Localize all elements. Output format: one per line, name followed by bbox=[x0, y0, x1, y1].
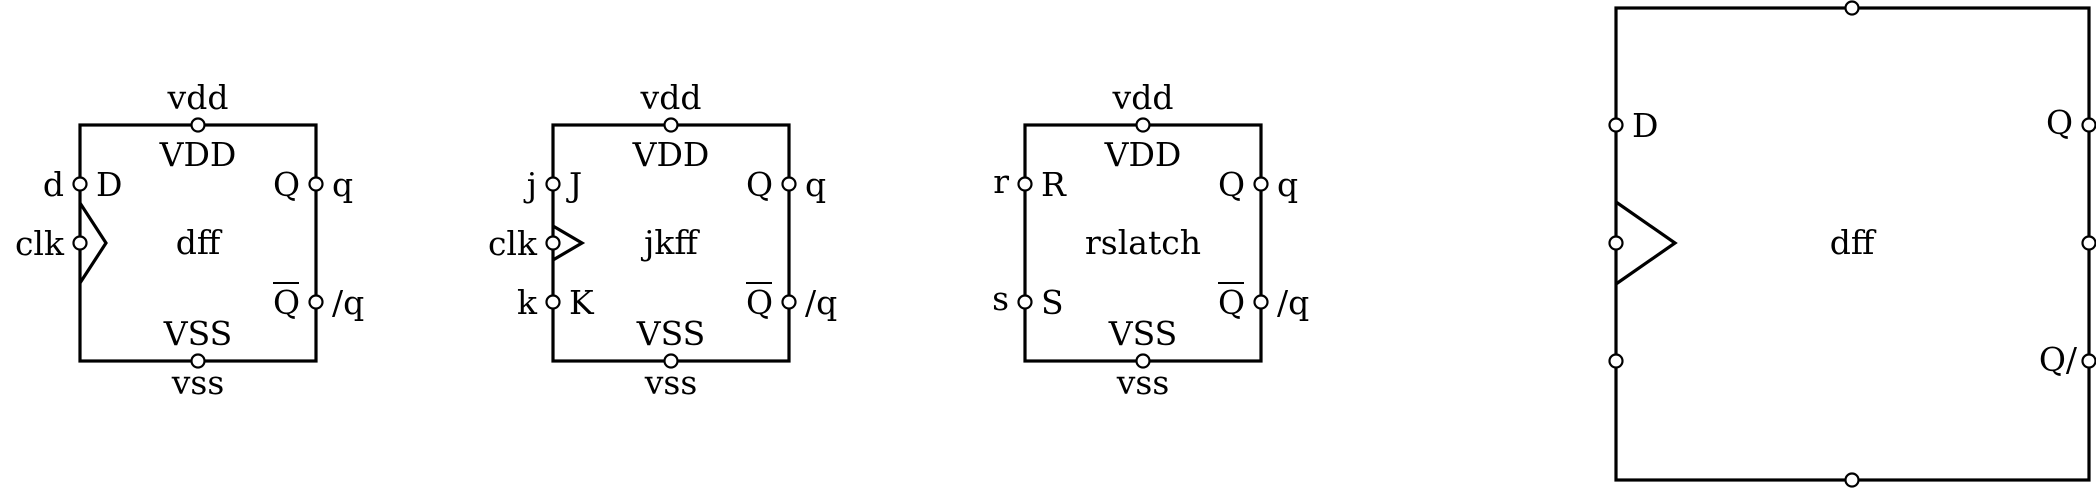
jkff-q-pin[interactable] bbox=[781, 176, 797, 192]
rslatch-vdd-pin[interactable] bbox=[1135, 117, 1151, 133]
big-dff-mid-right-pin[interactable] bbox=[2081, 235, 2096, 251]
rslatch-r-pin[interactable] bbox=[1017, 176, 1033, 192]
rslatch-vss-pin[interactable] bbox=[1135, 353, 1151, 369]
rslatch-qbar-pin[interactable] bbox=[1253, 294, 1269, 310]
dff-vss-net: vss bbox=[171, 363, 225, 402]
jkff-k-net: k bbox=[517, 283, 538, 322]
rslatch-q-pin[interactable] bbox=[1253, 176, 1269, 192]
rslatch-r-pin-label: R bbox=[1041, 165, 1067, 204]
big-dff-cell-name: dff bbox=[1830, 223, 1877, 262]
big-dff-d-pin[interactable] bbox=[1608, 117, 1624, 133]
jkff-vdd-pin-label: VDD bbox=[632, 135, 710, 174]
jkff-qbar-pin-label: Q bbox=[746, 283, 773, 322]
jkff-vdd-net: vdd bbox=[640, 78, 702, 117]
jkff-j-net: j bbox=[523, 165, 537, 204]
dff-d-pin-label: D bbox=[96, 165, 122, 204]
rslatch-s-pin-label: S bbox=[1041, 283, 1064, 322]
dff-cell: vdd VDD dff VSS vss d D clk Q q Q /q bbox=[15, 78, 364, 402]
big-dff-qslash-pin[interactable] bbox=[2081, 353, 2096, 369]
dff-clk-pin[interactable] bbox=[72, 235, 88, 251]
dff-d-pin[interactable] bbox=[72, 176, 88, 192]
jkff-vss-pin[interactable] bbox=[663, 353, 679, 369]
big-dff-clk-pin[interactable] bbox=[1608, 235, 1624, 251]
jkff-q-pin-label: Q bbox=[746, 165, 773, 204]
rslatch-vdd-net: vdd bbox=[1112, 78, 1174, 117]
dff-vdd-pin[interactable] bbox=[190, 117, 206, 133]
big-dff-clock-triangle bbox=[1615, 200, 1678, 286]
jkff-k-pin-label: K bbox=[569, 283, 595, 322]
rslatch-cell-name: rslatch bbox=[1085, 223, 1201, 262]
rslatch-vdd-pin-label: VDD bbox=[1104, 135, 1182, 174]
big-dff-cell: D dff Q Q/ bbox=[1608, 0, 2096, 488]
rslatch-vss-pin-label: VSS bbox=[1108, 314, 1177, 353]
dff-vdd-net: vdd bbox=[167, 78, 229, 117]
rslatch-qbar-net: /q bbox=[1277, 283, 1309, 322]
dff-q-pin-label: Q bbox=[273, 165, 300, 204]
jkff-qbar-pin[interactable] bbox=[781, 294, 797, 310]
big-dff-qslash-pin-label: Q/ bbox=[2039, 340, 2078, 379]
dff-qbar-net: /q bbox=[332, 283, 364, 322]
jkff-clk-net: clk bbox=[488, 224, 538, 263]
jkff-vdd-pin[interactable] bbox=[663, 117, 679, 133]
dff-clock-triangle bbox=[78, 202, 108, 284]
rslatch-q-net: q bbox=[1277, 165, 1298, 204]
dff-q-net: q bbox=[332, 165, 353, 204]
jkff-qbar-net: /q bbox=[805, 283, 837, 322]
jkff-clock-triangle bbox=[552, 224, 586, 262]
dff-qbar-pin-label: Q bbox=[273, 283, 300, 322]
dff-vdd-pin-label: VDD bbox=[159, 135, 237, 174]
dff-clk-net: clk bbox=[15, 224, 65, 263]
big-dff-d-pin-label: D bbox=[1632, 106, 1658, 145]
big-dff-left-bottom-pin[interactable] bbox=[1608, 353, 1624, 369]
jkff-vss-net: vss bbox=[644, 363, 698, 402]
dff-vss-pin-label: VSS bbox=[163, 314, 232, 353]
jkff-clk-pin[interactable] bbox=[545, 235, 561, 251]
big-dff-q-pin-label: Q bbox=[2046, 103, 2073, 142]
rslatch-vss-net: vss bbox=[1116, 363, 1170, 402]
rslatch-qbar-pin-label: Q bbox=[1218, 283, 1245, 322]
dff-d-net: d bbox=[43, 165, 64, 204]
dff-cell-name: dff bbox=[176, 223, 223, 262]
dff-qbar-pin[interactable] bbox=[308, 294, 324, 310]
rslatch-s-net: s bbox=[992, 279, 1009, 318]
jkff-q-net: q bbox=[805, 165, 826, 204]
jkff-k-pin[interactable] bbox=[545, 294, 561, 310]
jkff-vss-pin-label: VSS bbox=[636, 314, 705, 353]
jkff-cell: vdd VDD jkff VSS vss j J clk k K Q q Q /… bbox=[488, 78, 837, 402]
rslatch-q-pin-label: Q bbox=[1218, 165, 1245, 204]
big-dff-top-pin[interactable] bbox=[1844, 0, 1860, 16]
big-dff-bottom-pin[interactable] bbox=[1844, 472, 1860, 488]
big-dff-q-pin[interactable] bbox=[2081, 117, 2096, 133]
rslatch-cell: vdd VDD rslatch VSS vss r R s S Q q Q /q bbox=[992, 78, 1309, 402]
dff-vss-pin[interactable] bbox=[190, 353, 206, 369]
rslatch-s-pin[interactable] bbox=[1017, 294, 1033, 310]
jkff-j-pin[interactable] bbox=[545, 176, 561, 192]
jkff-cell-name: jkff bbox=[640, 223, 700, 262]
rslatch-r-net: r bbox=[993, 162, 1009, 201]
dff-q-pin[interactable] bbox=[308, 176, 324, 192]
jkff-j-pin-label: J bbox=[566, 165, 582, 204]
